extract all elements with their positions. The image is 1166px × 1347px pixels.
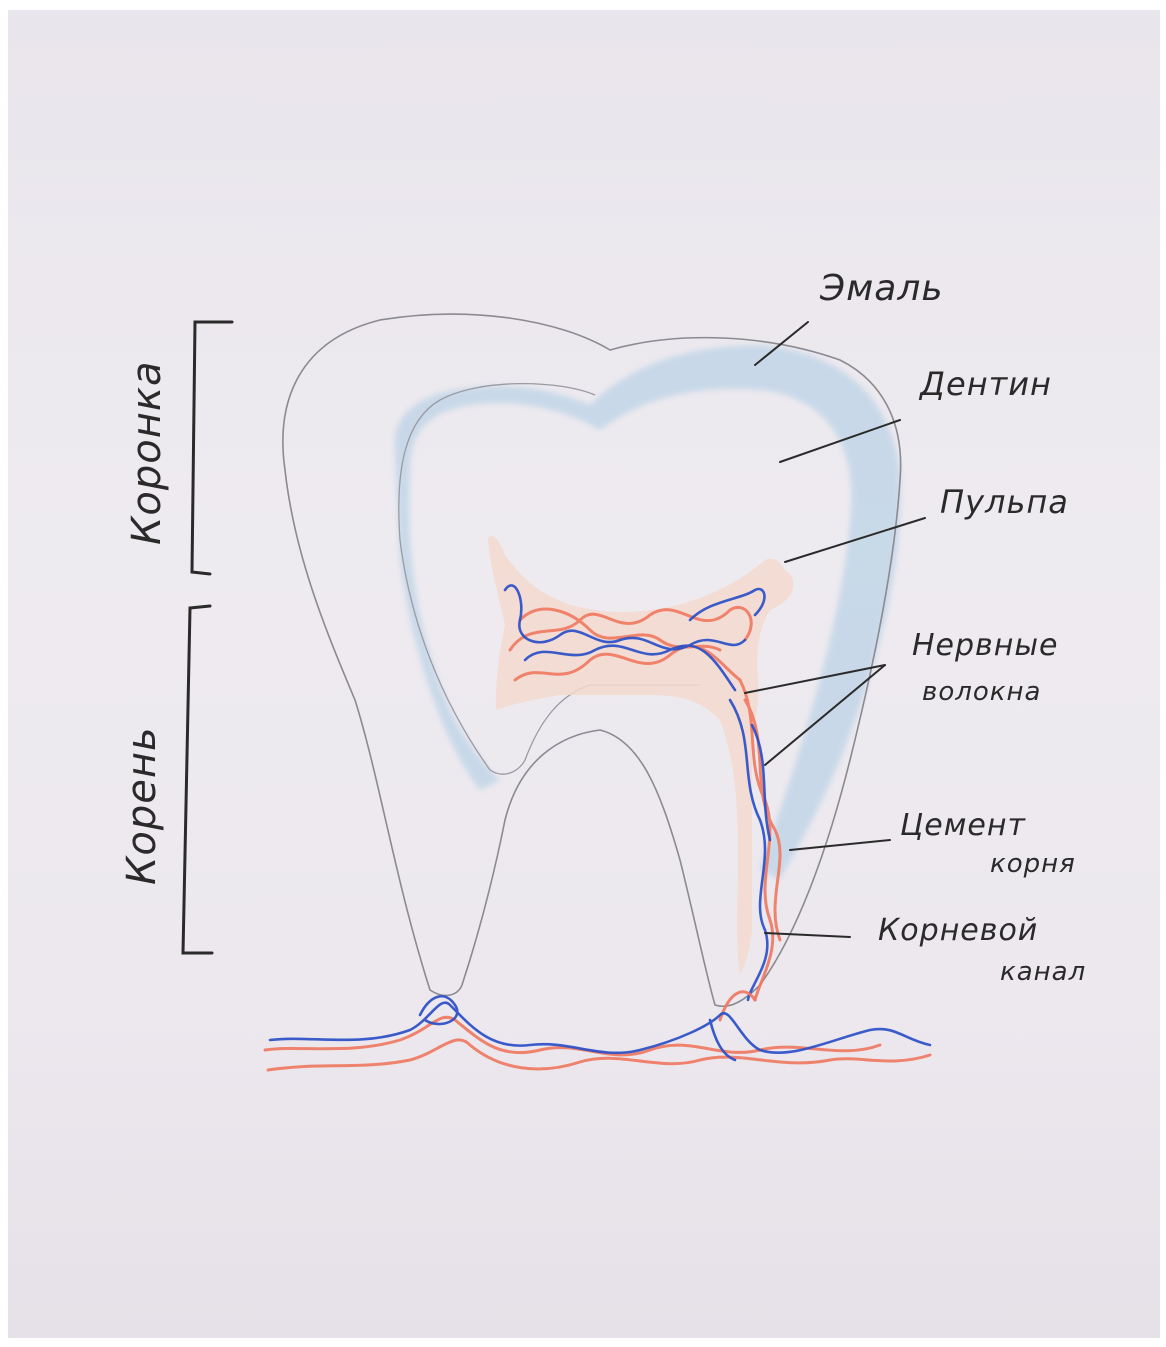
label-cement-1: Цемент [900, 808, 1026, 843]
label-root: Корень [119, 726, 165, 885]
region-brackets [183, 322, 232, 953]
label-nerve-fibers-1: Нервные [912, 628, 1059, 663]
label-root-canal-1: Корневой [878, 913, 1038, 948]
vessels-bottom-red [265, 992, 930, 1070]
label-cement-2: корня [990, 849, 1076, 879]
label-enamel: Эмаль [819, 268, 944, 309]
label-crown: Коронка [124, 360, 170, 545]
label-dentin: Дентин [918, 365, 1052, 403]
label-nerve-fibers-2: волокна [922, 677, 1041, 707]
label-pulp: Пульпа [940, 483, 1069, 521]
label-root-canal-2: канал [1000, 957, 1086, 987]
